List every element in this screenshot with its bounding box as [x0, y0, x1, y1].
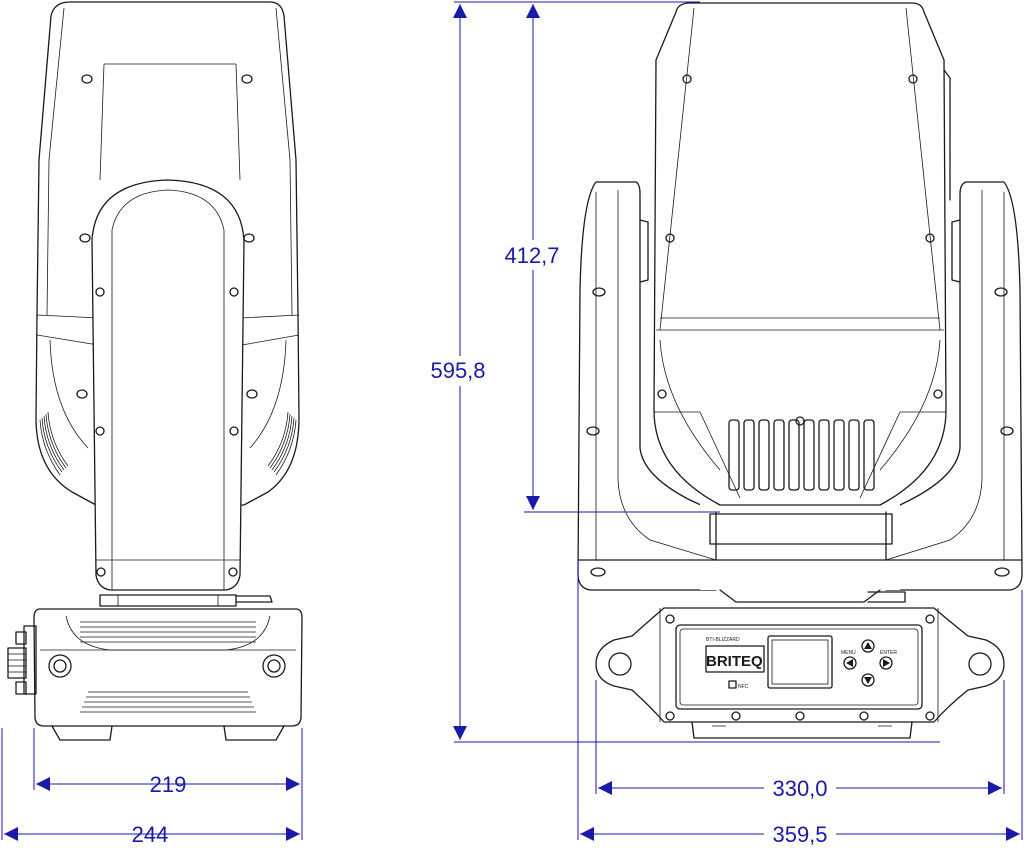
right-button[interactable]: [879, 656, 893, 670]
side-screws: [76, 74, 258, 577]
menu-label: MENU: [841, 650, 856, 656]
side-view: [7, 1, 303, 741]
dim-text-359: 359,5: [772, 822, 827, 847]
nfc-label: NFC: [738, 684, 749, 690]
front-grille: [728, 416, 875, 491]
side-base: [33, 608, 303, 727]
side-base-vent-top: [80, 621, 256, 643]
front-base: [595, 607, 1005, 723]
front-view: BTI-BLIZZARD BRITEQ NFC MENU ENTER: [577, 2, 1023, 739]
front-screws: [586, 74, 1014, 577]
dim-text-219: 219: [150, 772, 187, 797]
dim-text-330: 330,0: [772, 776, 827, 801]
panel-model: BTI-BLIZZARD: [706, 637, 740, 643]
control-panel: [675, 624, 923, 710]
side-fins-right: [267, 411, 297, 476]
dim-text-412: 412,7: [504, 243, 559, 268]
down-button[interactable]: [861, 673, 875, 687]
side-base-vent-bottom: [80, 691, 256, 713]
dim-text-244: 244: [132, 822, 169, 847]
side-yoke-arm: [91, 179, 245, 591]
left-button[interactable]: [843, 656, 857, 670]
panel-buttons: [843, 639, 893, 687]
side-head-shell: [35, 1, 300, 506]
side-connectors: [7, 625, 37, 695]
panel-display: [767, 635, 833, 689]
front-head-shell: [653, 2, 947, 506]
side-fins-left: [39, 411, 69, 476]
panel-brand: BRITEQ: [706, 653, 763, 670]
enter-label: ENTER: [880, 650, 897, 656]
dim-text-595: 595,8: [430, 358, 485, 383]
up-button[interactable]: [861, 639, 875, 653]
